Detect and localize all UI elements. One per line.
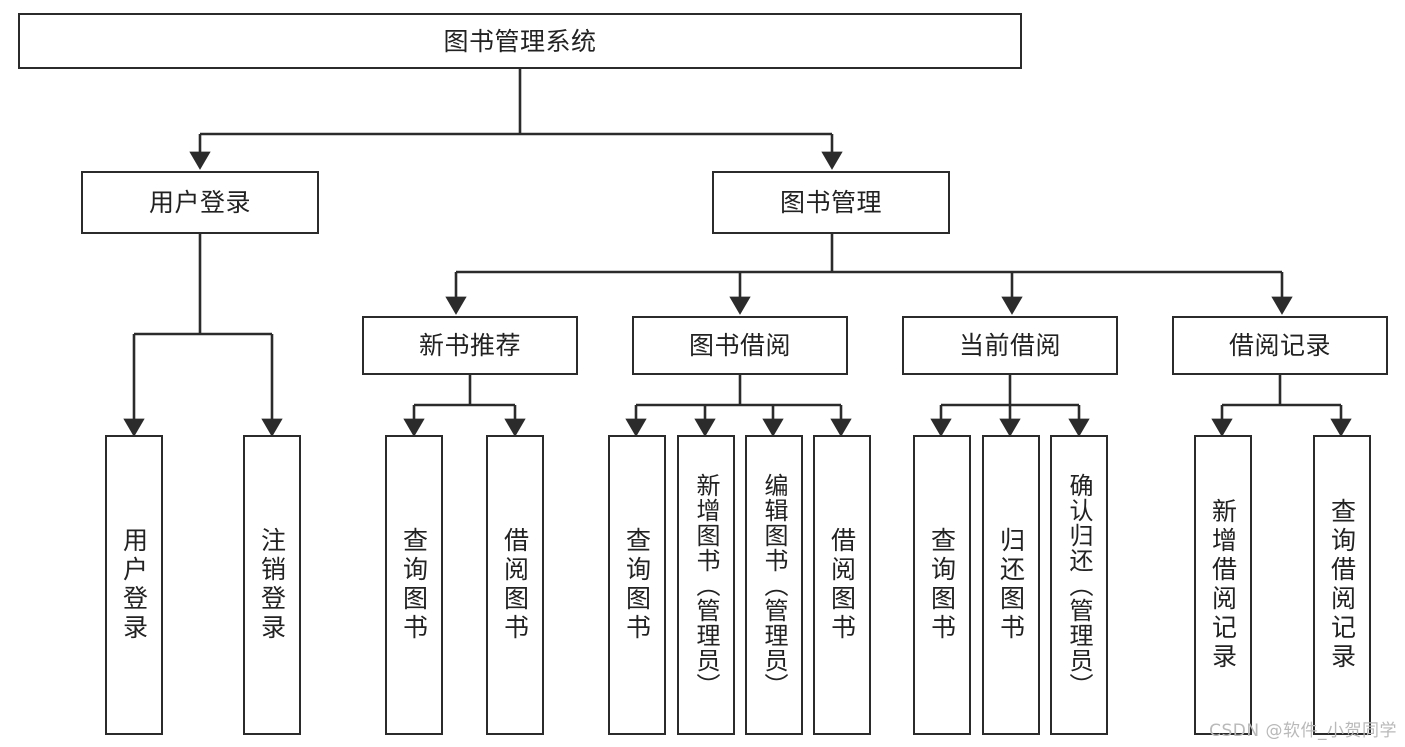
leaf-add-borrow-record[interactable]: 新增借阅记录 [1194, 435, 1252, 735]
node-new-book-recommendation[interactable]: 新书推荐 [362, 316, 578, 375]
node-label: 新书推荐 [418, 331, 521, 360]
node-label: 查询图书 [927, 527, 957, 643]
node-label: 查询借阅记录 [1327, 498, 1357, 672]
leaf-confirm-return-admin[interactable]: 确认归还（管理员） [1050, 435, 1108, 735]
node-label: 当前借阅 [958, 331, 1061, 360]
node-label: 借阅图书 [500, 527, 530, 643]
node-label: 查询图书 [622, 527, 652, 643]
node-label: 用户登录 [148, 188, 251, 217]
node-label: 图书管理系统 [443, 26, 597, 56]
node-label: 新增借阅记录 [1208, 498, 1238, 672]
node-label: 新增图书（管理员） [692, 472, 720, 698]
leaf-user-login[interactable]: 用户登录 [105, 435, 163, 735]
leaf-query-borrow-record[interactable]: 查询借阅记录 [1313, 435, 1371, 735]
leaf-query-book-current[interactable]: 查询图书 [913, 435, 971, 735]
node-book-borrowing[interactable]: 图书借阅 [632, 316, 848, 375]
leaf-return-book[interactable]: 归还图书 [982, 435, 1040, 735]
node-label: 注销登录 [257, 527, 287, 643]
watermark-text: CSDN @软件_小贺同学 [1209, 721, 1397, 741]
leaf-borrow-book-new[interactable]: 借阅图书 [486, 435, 544, 735]
node-borrowing-record[interactable]: 借阅记录 [1172, 316, 1388, 375]
node-label: 编辑图书（管理员） [760, 472, 788, 698]
node-user-login[interactable]: 用户登录 [81, 171, 319, 234]
leaf-query-book-borrow[interactable]: 查询图书 [608, 435, 666, 735]
leaf-edit-book-admin[interactable]: 编辑图书（管理员） [745, 435, 803, 735]
node-label: 借阅记录 [1228, 331, 1331, 360]
node-label: 用户登录 [119, 527, 149, 643]
leaf-add-book-admin[interactable]: 新增图书（管理员） [677, 435, 735, 735]
node-label: 借阅图书 [827, 527, 857, 643]
node-book-management[interactable]: 图书管理 [712, 171, 950, 234]
leaf-borrow-book[interactable]: 借阅图书 [813, 435, 871, 735]
node-label: 图书管理 [779, 188, 882, 217]
node-label: 查询图书 [399, 527, 429, 643]
node-label: 归还图书 [996, 527, 1026, 643]
node-label: 确认归还（管理员） [1065, 472, 1093, 698]
leaf-query-book-new[interactable]: 查询图书 [385, 435, 443, 735]
leaf-logout[interactable]: 注销登录 [243, 435, 301, 735]
node-label: 图书借阅 [688, 331, 791, 360]
node-root-book-management-system[interactable]: 图书管理系统 [18, 13, 1022, 69]
node-current-borrowing[interactable]: 当前借阅 [902, 316, 1118, 375]
